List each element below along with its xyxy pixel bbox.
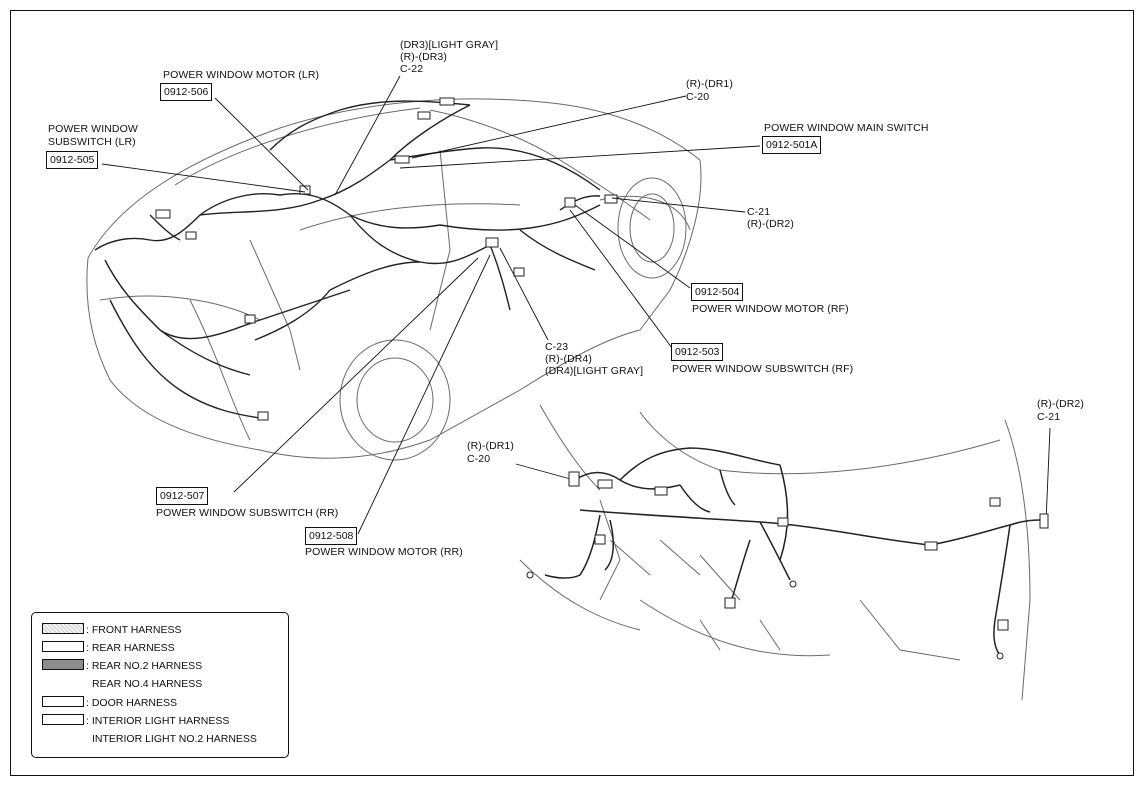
detail-harness <box>544 447 1043 656</box>
legend-interior2-harness: INTERIOR LIGHT NO.2 HARNESS <box>92 733 257 745</box>
c20-pin-label-top: (R)-(DR1) <box>686 78 733 90</box>
interior-harness-swatch <box>42 714 84 725</box>
legend-rear4-harness: REAR NO.4 HARNESS <box>92 678 203 690</box>
code-0912-508: 0912-508 <box>305 527 358 545</box>
c23-color-label: (DR4)[LIGHT GRAY] <box>545 365 644 377</box>
code-0912-501a: 0912-501A <box>762 136 822 154</box>
legend-interior-label: : INTERIOR LIGHT HARNESS <box>86 715 230 727</box>
c23-pin-label: (R)-(DR4) <box>545 353 592 365</box>
legend-rear2-harness: : REAR NO.2 HARNESS <box>42 659 202 672</box>
pw-motor-lr-label: POWER WINDOW MOTOR (LR) <box>163 69 320 81</box>
c20-connector-label-detail: C-20 <box>467 453 491 465</box>
legend-front-label: : FRONT HARNESS <box>86 624 182 636</box>
c22-connector-label: C-22 <box>400 63 424 75</box>
code-0912-504: 0912-504 <box>691 283 744 301</box>
legend-rear-harness: : REAR HARNESS <box>42 641 175 654</box>
c20-connector-label-top: C-20 <box>686 91 710 103</box>
front-harness-swatch <box>42 623 84 634</box>
door-harness-swatch <box>42 696 84 707</box>
legend-rear-label: : REAR HARNESS <box>86 642 175 654</box>
harness-legend: : FRONT HARNESS : REAR HARNESS : REAR NO… <box>31 612 289 758</box>
legend-interior-harness: : INTERIOR LIGHT HARNESS <box>42 714 229 727</box>
detail-connectors <box>526 471 1049 660</box>
detail-body <box>519 404 1031 701</box>
legend-rear2-label: : REAR NO.2 HARNESS <box>86 660 203 672</box>
c21-connector-label-top: C-21 <box>747 206 771 218</box>
c21-pin-label-top: (R)-(DR2) <box>747 218 794 230</box>
c22-color-label: (DR3)[LIGHT GRAY] <box>400 39 499 51</box>
leader-lines <box>101 75 1051 535</box>
legend-door-label: : DOOR HARNESS <box>86 697 178 709</box>
legend-door-harness: : DOOR HARNESS <box>42 696 177 709</box>
code-0912-505: 0912-505 <box>46 151 99 169</box>
connectors <box>155 97 618 421</box>
car-body <box>86 98 702 459</box>
pw-motor-rf-label: POWER WINDOW MOTOR (RF) <box>692 303 849 315</box>
code-0912-506: 0912-506 <box>160 83 213 101</box>
rear-harness-swatch <box>42 641 84 652</box>
diagram-frame <box>10 10 1134 776</box>
c20-pin-label-detail: (R)-(DR1) <box>467 440 514 452</box>
pw-subswitch-lr-label-2: SUBSWITCH (LR) <box>48 136 136 148</box>
pw-subswitch-lr-label-1: POWER WINDOW <box>48 123 138 135</box>
wheel-rear <box>339 339 451 461</box>
rear2-harness-swatch <box>42 659 84 670</box>
c23-connector-label: C-23 <box>545 341 569 353</box>
legend-front-harness: : FRONT HARNESS <box>42 623 181 636</box>
c21-pin-label-detail: (R)-(DR2) <box>1037 398 1084 410</box>
pw-subswitch-rr-label: POWER WINDOW SUBSWITCH (RR) <box>156 507 339 519</box>
code-0912-507: 0912-507 <box>156 487 209 505</box>
pw-subswitch-rf-label: POWER WINDOW SUBSWITCH (RF) <box>672 363 854 375</box>
pw-motor-rr-label: POWER WINDOW MOTOR (RR) <box>305 546 463 558</box>
code-0912-503: 0912-503 <box>671 343 724 361</box>
c21-connector-label-detail: C-21 <box>1037 411 1061 423</box>
wheel-front <box>617 177 687 279</box>
pw-main-switch-label: POWER WINDOW MAIN SWITCH <box>764 122 929 134</box>
c22-pin-label: (R)-(DR3) <box>400 51 447 63</box>
